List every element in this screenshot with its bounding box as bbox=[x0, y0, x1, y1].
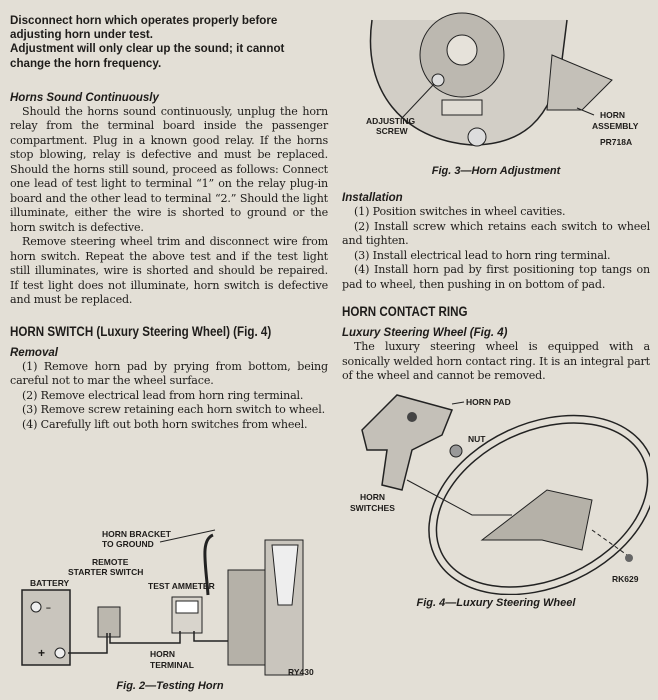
heading-installation: Installation bbox=[342, 192, 403, 204]
label-nut: NUT bbox=[468, 434, 486, 444]
paragraph: The luxury steering wheel is equipped wi… bbox=[342, 340, 650, 382]
figure-3-horn-adjustment: ADJUSTING SCREW HORN ASSEMBLY PR718A Fig… bbox=[342, 0, 650, 177]
paragraph: Remove steering wheel trim and disconnec… bbox=[10, 235, 328, 307]
diagram-part bbox=[407, 411, 417, 422]
diagram-part bbox=[406, 479, 512, 515]
figure-code: RK629 bbox=[612, 574, 639, 584]
label-horn: HORN bbox=[150, 649, 175, 659]
figure-3-caption: Fig. 3—Horn Adjustment bbox=[431, 165, 561, 177]
plus-sign: + bbox=[38, 646, 45, 660]
figure-4-caption: Fig. 4—Luxury Steering Wheel bbox=[416, 596, 576, 609]
minus-sign: − bbox=[46, 603, 51, 613]
note-adjustment: Adjustment will only clear up the sound;… bbox=[10, 42, 285, 70]
removal-step: (1) Remove horn pad by prying from botto… bbox=[10, 359, 328, 388]
label-terminal: TERMINAL bbox=[150, 660, 194, 670]
label-screw: SCREW bbox=[376, 126, 409, 136]
installation-step: (4) Install horn pad by first positionin… bbox=[342, 263, 650, 291]
left-column: Disconnect horn which operates properly … bbox=[10, 14, 328, 432]
diagram-part bbox=[271, 544, 299, 606]
diagram-part bbox=[203, 533, 214, 596]
installation-step: (2) Install screw which retains each swi… bbox=[342, 219, 650, 248]
label-switches: SWITCHES bbox=[350, 503, 395, 513]
removal-step: (4) Carefully lift out both horn switche… bbox=[22, 417, 308, 431]
heading-luxury-steering-wheel: Luxury Steering Wheel (Fig. 4) bbox=[342, 327, 508, 339]
battery-shape bbox=[21, 589, 71, 666]
adjusting-screw-shape bbox=[431, 73, 445, 87]
diagram-part bbox=[30, 601, 42, 613]
diagram-part bbox=[401, 83, 435, 119]
diagram-part bbox=[467, 127, 487, 147]
label-battery: BATTERY bbox=[30, 578, 70, 588]
label-assembly: ASSEMBLY bbox=[592, 121, 639, 131]
diagram-part bbox=[441, 99, 483, 116]
label-horn-bracket: HORN BRACKET bbox=[102, 529, 172, 539]
diagram-part bbox=[68, 631, 232, 654]
nut-shape bbox=[449, 444, 463, 457]
diagram-part bbox=[54, 647, 66, 659]
remote-switch-shape bbox=[97, 606, 121, 638]
testing-horn-diagram: − + HORN BRACKET TO GROUND REMOTE STARTE… bbox=[21, 529, 314, 677]
label-starter-switch: STARTER SWITCH bbox=[68, 567, 143, 577]
figure-2-caption: Fig. 2—Testing Horn bbox=[116, 680, 224, 692]
heading-horn-switch: HORN SWITCH (Luxury Steering Wheel) (Fig… bbox=[10, 323, 272, 339]
label-horn: HORN bbox=[600, 110, 625, 120]
label-remote: REMOTE bbox=[92, 557, 129, 567]
horn-pad-shape bbox=[361, 393, 454, 491]
label-test-ammeter: TEST AMMETER bbox=[148, 581, 215, 591]
heading-horns-continuous: Horns Sound Continuously bbox=[10, 91, 159, 104]
note-disconnect: Disconnect horn which operates properly … bbox=[10, 14, 278, 42]
label-horn: HORN bbox=[360, 492, 385, 502]
diagram-part bbox=[429, 415, 650, 594]
removal-step: (2) Remove electrical lead from horn rin… bbox=[22, 388, 304, 402]
heading-horn-contact-ring: HORN CONTACT RING bbox=[342, 304, 468, 319]
installation-step: (1) Position switches in wheel cavities. bbox=[354, 205, 566, 218]
heading-removal: Removal bbox=[10, 346, 58, 359]
figure-code: RY430 bbox=[288, 667, 314, 677]
label-to-ground: TO GROUND bbox=[102, 539, 154, 549]
label-adjusting: ADJUSTING bbox=[366, 116, 416, 126]
diagram-part bbox=[175, 600, 199, 614]
figure-4-luxury-steering-wheel: HORN PAD NUT HORN SWITCHES RK629 Fig. 4—… bbox=[342, 390, 650, 609]
diagram-part bbox=[625, 553, 633, 562]
paragraph: Should the horns sound continuously, unp… bbox=[10, 104, 328, 234]
figure-code: PR718A bbox=[600, 137, 632, 147]
diagram-part bbox=[546, 54, 613, 111]
diagram-part bbox=[480, 488, 593, 551]
installation-step: (3) Install electrical lead to horn ring… bbox=[354, 248, 611, 262]
steering-wheel-diagram: HORN PAD NUT HORN SWITCHES RK629 bbox=[350, 393, 650, 595]
diagram-part bbox=[451, 401, 465, 404]
diagram-part bbox=[576, 107, 595, 116]
diagram-part bbox=[446, 34, 478, 66]
removal-step: (3) Remove screw retaining each horn swi… bbox=[22, 403, 325, 417]
right-column: ADJUSTING SCREW HORN ASSEMBLY PR718A Fig… bbox=[342, 0, 650, 609]
diagram-part bbox=[591, 529, 628, 555]
figure-2-testing-horn: − + HORN BRACKET TO GROUND REMOTE STARTE… bbox=[10, 515, 330, 700]
label-horn-pad: HORN PAD bbox=[466, 397, 511, 407]
horn-adjustment-diagram: ADJUSTING SCREW HORN ASSEMBLY PR718A bbox=[366, 12, 639, 147]
diagram-part bbox=[159, 529, 216, 543]
